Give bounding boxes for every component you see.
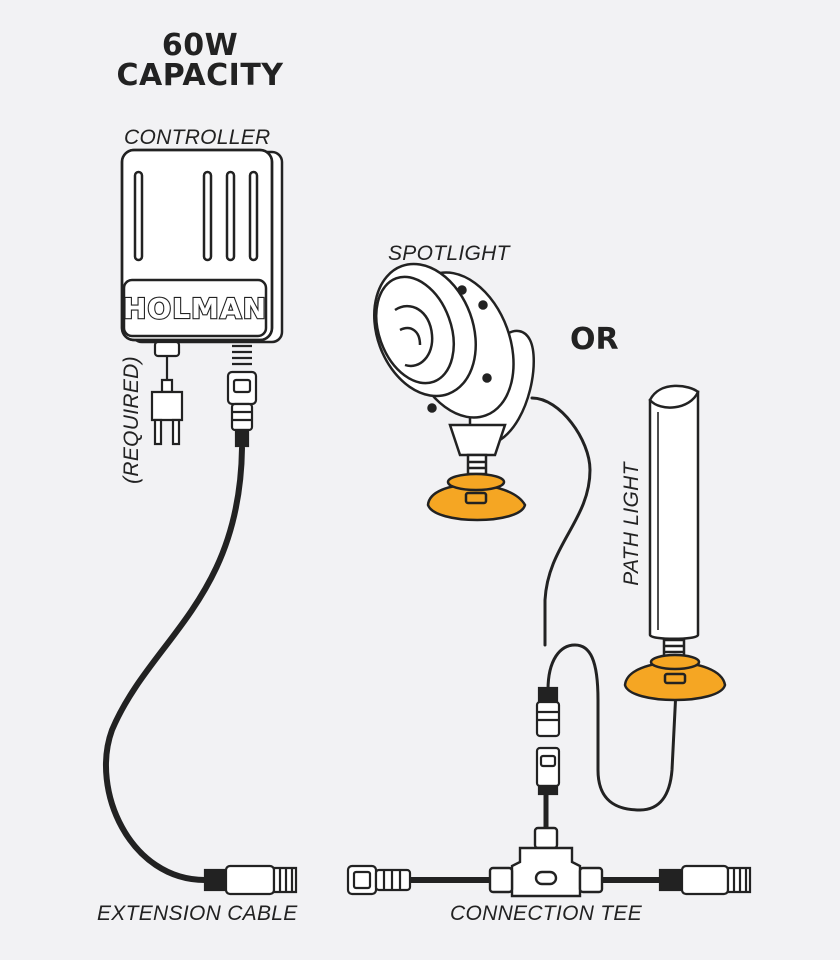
controller: [120, 148, 284, 344]
title-line-2: CAPACITY: [116, 58, 284, 93]
path-light-cable: [546, 643, 678, 812]
path-light-base: [623, 653, 727, 702]
power-plug: [150, 340, 184, 446]
spotlight-label: SPOTLIGHT: [388, 242, 510, 265]
connection-tee: [488, 826, 604, 898]
extension-cable: [102, 445, 245, 883]
extension-cable-label: EXTENSION CABLE: [97, 902, 298, 925]
or-label: OR: [570, 322, 619, 357]
spotlight-cable: [530, 396, 592, 647]
inline-connector-lower: [535, 746, 561, 796]
connection-tee-label: CONNECTION TEE: [450, 902, 643, 925]
title-line-1: 60W: [161, 28, 239, 63]
spotlight: [373, 262, 535, 482]
controller-output-connector: [226, 344, 258, 448]
tee-right-connector: [658, 864, 752, 896]
path-light: [648, 384, 700, 664]
extension-cable-end-connector: [203, 864, 298, 896]
spotlight-base: [426, 472, 527, 522]
inline-connector-upper: [535, 686, 561, 738]
brand-logo: HOLMAN: [123, 292, 267, 325]
controller-label: CONTROLLER: [124, 126, 271, 149]
tee-left-connector: [346, 864, 412, 896]
